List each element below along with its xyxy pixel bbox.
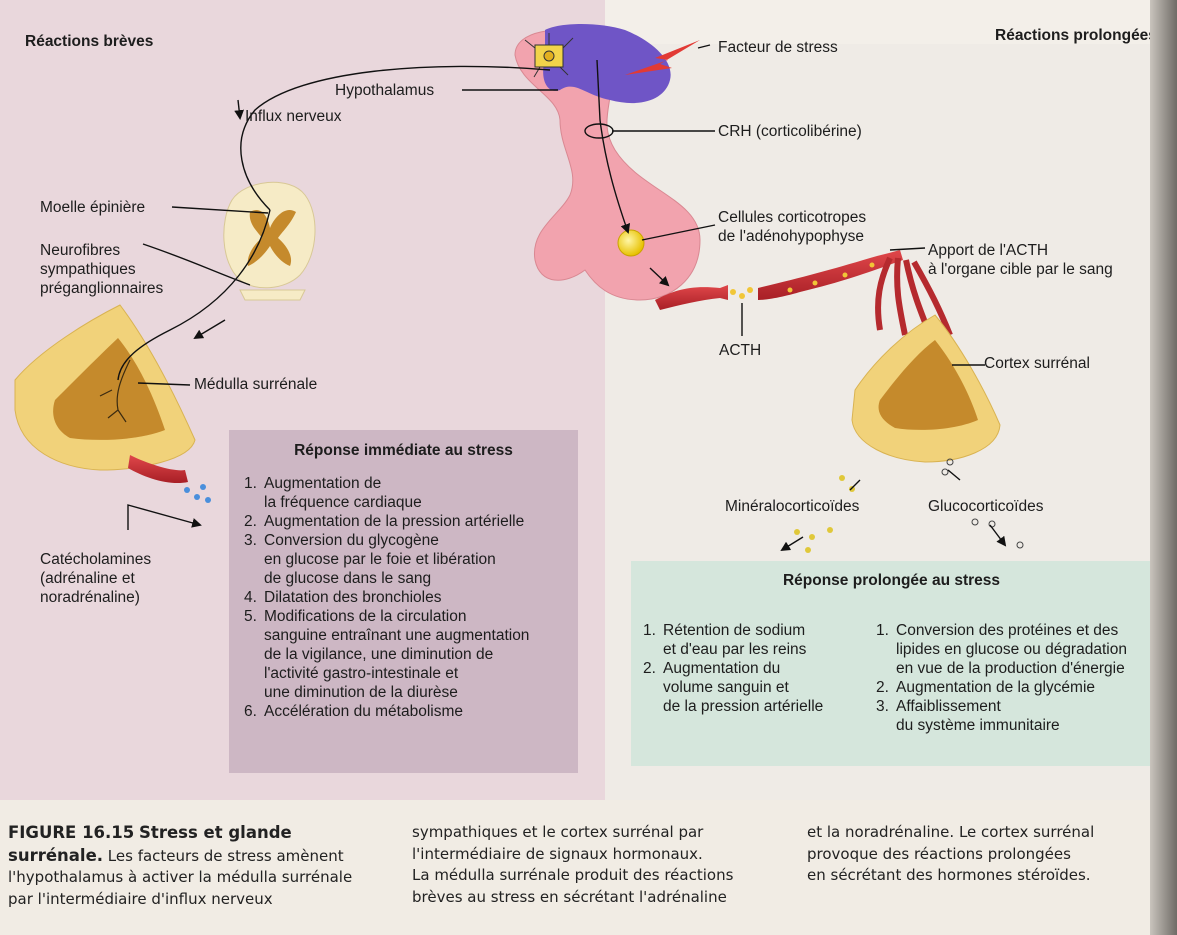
label-adrenal-cortex: Cortex surrénal: [984, 354, 1090, 373]
prolonged-reactions-heading: Réactions prolongées: [995, 27, 1157, 45]
glucocorticoid-effects-list: 1.Conversion des protéines et des lipide…: [876, 621, 1127, 735]
corticotrope-cell-icon: [618, 230, 644, 256]
catecholamine-dots: [184, 484, 211, 503]
immediate-response-list: 1.Augmentation de la fréquence cardiaque…: [244, 474, 529, 721]
label-adrenal-medulla: Médulla surrénale: [194, 375, 317, 394]
list-item: 3.Conversion du glycogène en glucose par…: [244, 531, 529, 588]
label-acth: ACTH: [719, 341, 761, 360]
list-item: 2.Augmentation de la glycémie: [876, 678, 1127, 697]
brief-reactions-heading: Réactions brèves: [25, 33, 153, 51]
page-edge-shadow: [1150, 0, 1177, 935]
list-item: 1.Augmentation de la fréquence cardiaque: [244, 474, 529, 512]
prolonged-response-title: Réponse prolongée au stress: [631, 572, 1152, 590]
label-spinal-cord: Moelle épinière: [40, 198, 145, 217]
prolonged-response-box: Réponse prolongée au stress 1.Rétention …: [631, 561, 1152, 766]
caption-text-3: et la noradrénaline. Le cortex surrénal …: [807, 822, 1152, 887]
immediate-response-box: Réponse immédiate au stress 1.Augmentati…: [229, 430, 578, 773]
list-item: 6.Accélération du métabolisme: [244, 702, 529, 721]
caption-text-2: sympathiques et le cortex surrénal par l…: [412, 822, 797, 908]
label-crh: CRH (corticolibérine): [718, 122, 862, 141]
label-stressor: Facteur de stress: [718, 38, 838, 57]
adrenal-gland-left: [15, 305, 195, 470]
caption-column-1: FIGURE 16.15 Stress et glande surrénale.…: [8, 822, 400, 910]
mineralocorticoid-effects-list: 1.Rétention de sodium et d'eau par les r…: [643, 621, 823, 716]
list-item: 1.Conversion des protéines et des lipide…: [876, 621, 1127, 678]
list-item: 2.Augmentation du volume sanguin et de l…: [643, 659, 823, 716]
label-corticotropes: Cellules corticotropes de l'adénohypophy…: [718, 208, 866, 246]
immediate-response-title: Réponse immédiate au stress: [229, 442, 578, 460]
list-item: 2.Augmentation de la pression artérielle: [244, 512, 529, 531]
acth-dots: [730, 287, 753, 299]
caption-column-2: sympathiques et le cortex surrénal par l…: [412, 822, 797, 908]
label-catecholamines: Catécholamines (adrénaline et noradrénal…: [40, 550, 151, 607]
caption-column-3: et la noradrénaline. Le cortex surrénal …: [807, 822, 1152, 887]
label-preganglionic-fibers: Neurofibres sympathiques préganglionnair…: [40, 241, 163, 298]
label-nerve-impulses: Influx nerveux: [245, 107, 342, 126]
list-item: 4.Dilatation des bronchioles: [244, 588, 529, 607]
label-mineralocorticoids: Minéralocorticoïdes: [725, 497, 859, 516]
label-hypothalamus: Hypothalamus: [335, 81, 434, 100]
label-glucocorticoids: Glucocorticoïdes: [928, 497, 1043, 516]
spinal-cord-illustration: [224, 182, 315, 300]
adrenal-gland-right: [852, 315, 1000, 462]
figure-number: FIGURE 16.15: [8, 823, 134, 842]
list-item: 5.Modifications de la circulation sangui…: [244, 607, 529, 702]
label-acth-transport: Apport de l'ACTH à l'organe cible par le…: [928, 241, 1113, 279]
list-item: 1.Rétention de sodium et d'eau par les r…: [643, 621, 823, 659]
list-item: 3.Affaiblissement du système immunitaire: [876, 697, 1127, 735]
